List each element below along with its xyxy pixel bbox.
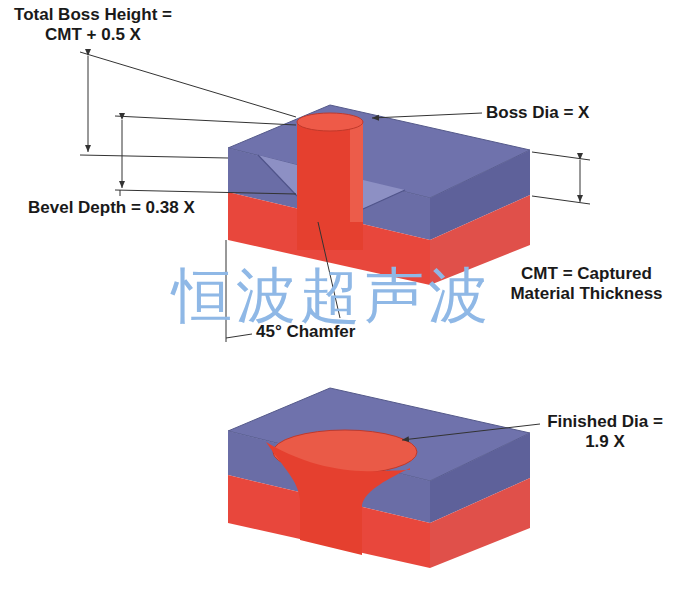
dimension-label: Total Boss Height = CMT + 0.5 X <box>4 5 182 46</box>
part-label: 45° Chamfer <box>256 322 416 342</box>
dimension-label: CMT = Captured Material Thickness <box>494 264 679 305</box>
watermark: 恒波超声波 <box>172 260 532 332</box>
bottom-block <box>228 388 530 568</box>
dimension-label: Boss Dia = X <box>486 103 676 123</box>
dimension-lines <box>80 52 590 204</box>
top-block <box>228 105 530 285</box>
dimension-label: Finished Dia = 1.9 X <box>540 412 670 453</box>
dimension-label: Bevel Depth = 0.38 X <box>28 198 248 218</box>
